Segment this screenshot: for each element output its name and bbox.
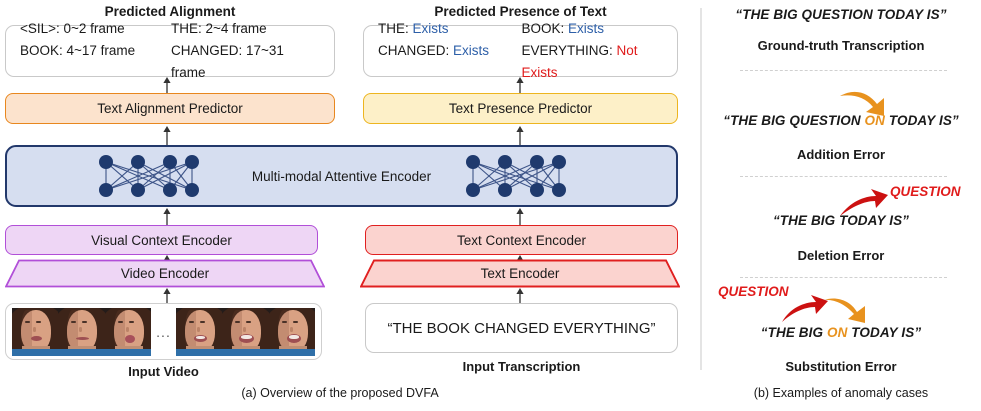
arrow-text-context-to-encoder <box>514 208 526 226</box>
predicted-presence-title: Predicted Presence of Text <box>434 4 607 19</box>
presence-status: Exists <box>568 21 605 37</box>
substitution-deletion-arrow-icon <box>778 292 830 324</box>
visual-context-encoder-label: Visual Context Encoder <box>91 232 232 248</box>
presence-entry: THE: Exists <box>378 18 522 40</box>
input-transcription-value: “THE BOOK CHANGED EVERYTHING” <box>387 319 656 337</box>
video-encoder-label: Video Encoder <box>120 266 210 281</box>
addition-sentence-post: TODAY IS” <box>888 113 959 128</box>
substitution-sentence: “THE BIG ON TODAY IS” <box>705 325 977 340</box>
predicted-alignment-box: <SIL>: 0~2 frame THE: 2~4 frame BOOK: 4~… <box>5 21 335 80</box>
presence-status: Exists <box>453 43 490 59</box>
caption-a: (a) Overview of the proposed DVFA <box>241 386 439 400</box>
deletion-missing-word: QUESTION <box>890 184 961 199</box>
text-context-encoder-label: Text Context Encoder <box>456 232 587 248</box>
video-frame <box>12 307 59 356</box>
deletion-error-label: Deletion Error <box>797 248 885 263</box>
addition-inserted-word: ON <box>864 113 885 128</box>
video-frames-ellipsis: ... <box>156 323 171 340</box>
arrow-encoder-to-presence-predictor <box>514 126 526 145</box>
insertion-arrow-icon <box>838 84 896 118</box>
alignment-entry: <SIL>: 0~2 frame <box>20 21 125 37</box>
presence-entry: BOOK: Exists <box>522 18 666 40</box>
presence-word: BOOK: <box>521 21 565 37</box>
text-encoder-block[interactable]: Text Encoder <box>360 259 680 288</box>
input-video-strip: ... <box>5 303 322 360</box>
text-alignment-predictor-block[interactable]: Text Alignment Predictor <box>5 93 335 124</box>
addition-error-label: Addition Error <box>796 147 886 162</box>
presence-word: CHANGED: <box>378 43 450 59</box>
arrow-visual-context-to-encoder <box>161 208 173 226</box>
text-presence-predictor-label: Text Presence Predictor <box>448 101 593 116</box>
text-alignment-predictor-label: Text Alignment Predictor <box>97 101 243 116</box>
caption-b: (b) Examples of anomaly cases <box>753 386 929 400</box>
video-frame <box>222 307 269 356</box>
presence-entry: EVERYTHING: Not Exists <box>522 40 666 84</box>
arrow-predictor-to-alignment <box>161 77 173 94</box>
arrow-input-video-to-video-encoder <box>161 288 173 303</box>
presence-entry: CHANGED: Exists <box>378 40 522 84</box>
substitution-insertion-arrow-icon <box>822 292 874 324</box>
input-video-label: Input Video <box>128 364 199 379</box>
case-separator <box>740 176 947 177</box>
video-frame <box>58 307 105 356</box>
video-frame <box>104 307 152 356</box>
case-separator <box>740 277 947 278</box>
presence-status: Not Exists <box>521 43 638 80</box>
predicted-alignment-title: Predicted Alignment <box>104 4 236 19</box>
substitution-sentence-post: TODAY IS” <box>851 325 922 340</box>
arrow-input-transcription-to-text-encoder <box>514 288 526 303</box>
arrow-predictor-to-presence <box>514 77 526 94</box>
alignment-entry: BOOK: 4~17 frame <box>20 43 136 59</box>
presence-word: THE: <box>378 21 409 37</box>
addition-sentence: “THE BIG QUESTION ON TODAY IS” <box>705 113 977 128</box>
presence-status: Exists <box>412 21 449 37</box>
ground-truth-label: Ground-truth Transcription <box>757 38 925 53</box>
panel-divider <box>700 8 702 370</box>
multimodal-attentive-encoder-block[interactable]: Multi-modal Attentive Encoder <box>5 145 678 207</box>
multimodal-encoder-label: Multi-modal Attentive Encoder <box>251 168 432 184</box>
substitution-original-word: QUESTION <box>718 284 789 299</box>
text-context-encoder-block[interactable]: Text Context Encoder <box>365 225 678 255</box>
addition-sentence-pre: “THE BIG QUESTION <box>723 113 861 128</box>
text-presence-predictor-block[interactable]: Text Presence Predictor <box>363 93 678 124</box>
input-transcription-label: Input Transcription <box>462 359 581 374</box>
video-frame <box>175 307 223 356</box>
predicted-presence-box: THE: Exists BOOK: Exists CHANGED: Exists… <box>363 21 678 80</box>
input-transcription-box: “THE BOOK CHANGED EVERYTHING” <box>365 303 678 353</box>
substitution-sentence-pre: “THE BIG <box>760 325 824 340</box>
arrow-encoder-to-alignment-predictor <box>161 126 173 145</box>
deletion-sentence: “THE BIG TODAY IS” <box>772 213 910 228</box>
text-encoder-label: Text Encoder <box>480 266 560 281</box>
video-frame <box>268 307 316 356</box>
substitution-error-label: Substitution Error <box>785 359 897 374</box>
substitution-inserted-word: ON <box>826 325 848 340</box>
attention-graph-right-icon <box>461 152 571 200</box>
alignment-entry: THE: 2~4 frame <box>171 21 267 37</box>
presence-word: EVERYTHING: <box>521 43 613 59</box>
ground-truth-sentence: “THE BIG QUESTION TODAY IS” <box>735 7 947 22</box>
case-separator <box>740 70 947 71</box>
visual-context-encoder-block[interactable]: Visual Context Encoder <box>5 225 318 255</box>
alignment-entry: CHANGED: 17~31 frame <box>171 43 284 80</box>
deletion-arrow-icon <box>838 184 890 218</box>
attention-graph-left-icon <box>94 152 204 200</box>
video-encoder-block[interactable]: Video Encoder <box>5 259 325 288</box>
